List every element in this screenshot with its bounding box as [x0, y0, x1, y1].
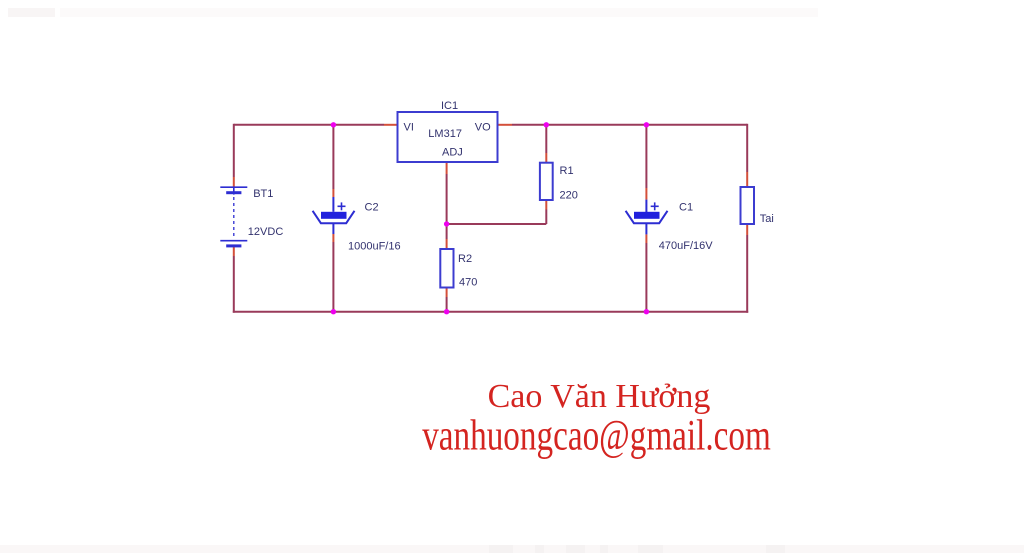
svg-text:220: 220 — [560, 190, 578, 202]
svg-text:12VDC: 12VDC — [248, 226, 284, 238]
svg-text:470: 470 — [459, 277, 477, 289]
svg-text:BT1: BT1 — [253, 188, 273, 200]
svg-text:LM317: LM317 — [428, 128, 462, 140]
svg-text:1000uF/16: 1000uF/16 — [348, 240, 401, 252]
svg-text:VI: VI — [404, 121, 414, 133]
svg-text:Tai: Tai — [760, 213, 774, 225]
svg-text:vanhuongcao@gmail.com: vanhuongcao@gmail.com — [422, 412, 771, 459]
svg-text:C1: C1 — [679, 202, 693, 214]
svg-text:C2: C2 — [365, 202, 379, 214]
svg-text:IC1: IC1 — [441, 100, 458, 112]
svg-text:VO: VO — [475, 121, 491, 133]
svg-text:Cao Văn Hưởng: Cao Văn Hưởng — [488, 378, 711, 415]
svg-text:R2: R2 — [458, 253, 472, 265]
svg-text:R1: R1 — [560, 165, 574, 177]
svg-text:470uF/16V: 470uF/16V — [659, 240, 713, 252]
svg-text:ADJ: ADJ — [442, 147, 463, 159]
